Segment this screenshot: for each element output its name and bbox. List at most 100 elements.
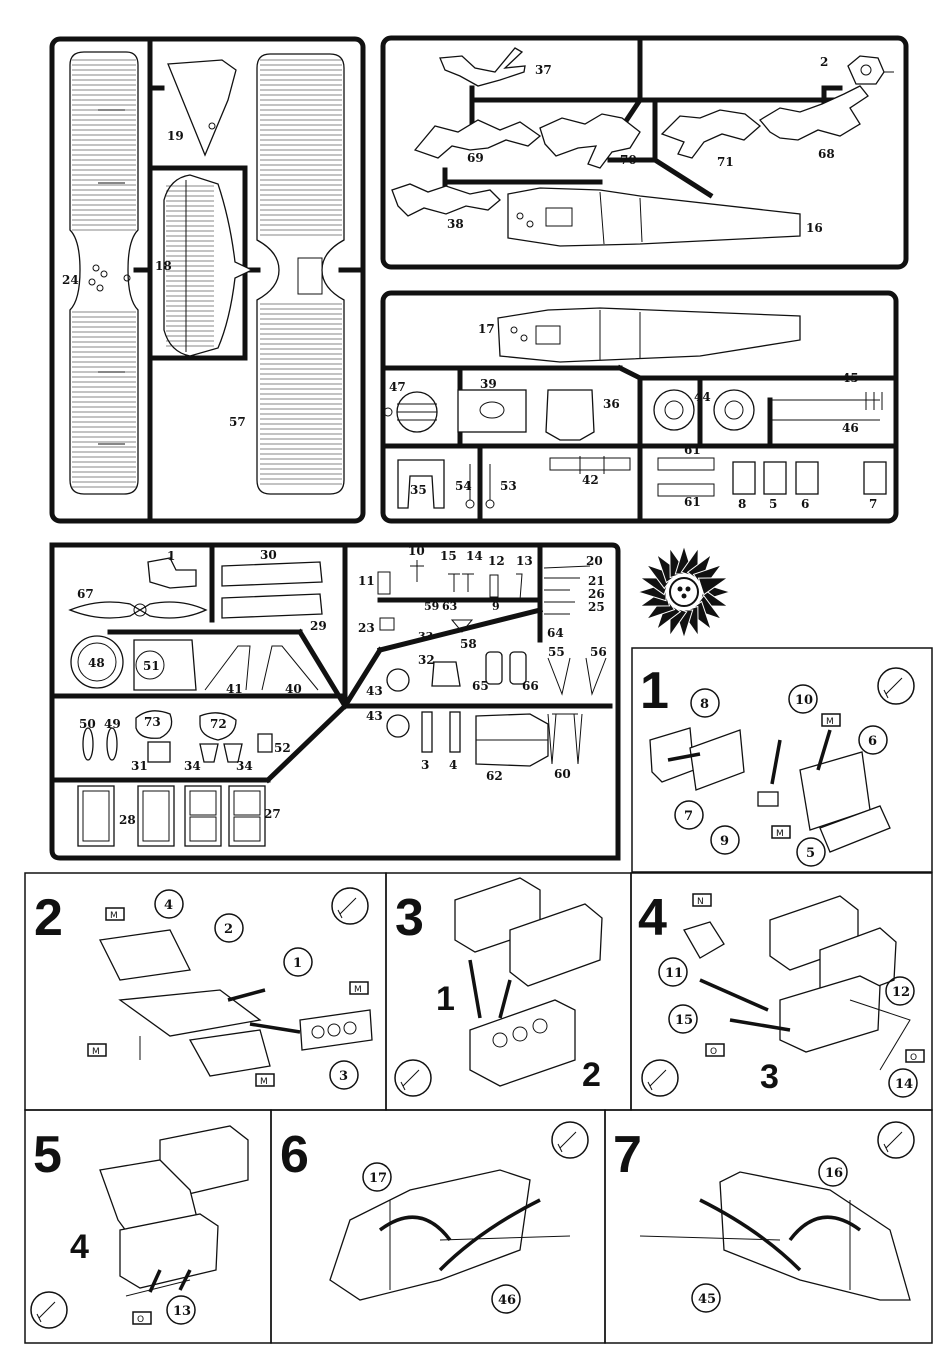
parts-27-28-windows	[77, 785, 266, 847]
part-67-propeller	[68, 601, 208, 619]
sprue-frame-figures	[380, 35, 909, 270]
part-47-grille	[383, 391, 438, 433]
part-label-21: 21	[588, 574, 605, 588]
part-label-26: 26	[588, 587, 605, 601]
part-label-55: 55	[548, 645, 565, 659]
step-6-assembly	[329, 1169, 571, 1301]
part-label-43a: 43	[366, 684, 383, 698]
part-label-34a: 34	[184, 759, 201, 773]
sprue-frame-small-parts	[49, 542, 621, 861]
parts-31-34-52	[147, 733, 273, 763]
part-label-60: 60	[554, 767, 571, 781]
part-label-52: 52	[274, 741, 291, 755]
part-61-cabane	[657, 457, 715, 497]
svg-text:5: 5	[806, 846, 815, 861]
part-label-67: 67	[77, 587, 94, 601]
svg-text:O: O	[137, 1315, 144, 1325]
svg-text:15: 15	[675, 1013, 693, 1028]
part-24-lower-wing	[69, 51, 139, 495]
part-37-figure	[439, 47, 526, 87]
part-42-axle	[549, 456, 631, 474]
parts-55-56-struts	[547, 657, 607, 696]
part-label-10: 10	[408, 544, 425, 558]
part-label-46: 46	[842, 421, 859, 435]
part-label-5: 5	[769, 497, 777, 511]
step-5-assembly	[99, 1125, 249, 1297]
parts-5-6-7-8-panels	[732, 461, 887, 495]
step-7-number: 7	[613, 1126, 642, 1184]
svg-text:8: 8	[700, 697, 709, 712]
part-label-38: 38	[447, 217, 464, 231]
parts-40-41-struts	[204, 645, 319, 691]
part-label-36: 36	[603, 397, 620, 411]
part-label-27: 27	[264, 807, 281, 821]
part-label-43b: 43	[366, 709, 383, 723]
step-4-callouts: 11 12 15 14	[658, 957, 918, 1098]
part-label-16: 16	[806, 221, 823, 235]
svg-text:12: 12	[892, 985, 910, 1000]
part-label-30: 30	[260, 548, 277, 562]
part-2-seat-detail	[847, 55, 894, 85]
part-label-53: 53	[500, 479, 517, 493]
part-label-48: 48	[88, 656, 105, 670]
svg-text:4: 4	[164, 898, 173, 913]
part-label-73: 73	[144, 715, 161, 729]
part-38-figure	[391, 183, 501, 217]
glue-icon	[331, 887, 369, 925]
step-3-assembly	[454, 877, 603, 1087]
part-label-72: 72	[210, 717, 227, 731]
part-70-figure	[539, 113, 641, 169]
part-label-54: 54	[455, 479, 472, 493]
part-label-9: 9	[492, 600, 500, 613]
part-label-25: 25	[588, 600, 605, 614]
svg-text:6: 6	[868, 734, 877, 749]
part-label-58: 58	[460, 637, 477, 651]
step-1-panel	[631, 647, 933, 873]
step-5-flags: O	[132, 1311, 152, 1325]
sprue-frame-fuselage	[380, 290, 899, 524]
step-1-callouts: 8 10 6 7 9 5	[674, 684, 888, 867]
part-label-50: 50	[79, 717, 96, 731]
svg-text:O: O	[710, 1047, 717, 1057]
part-label-62: 62	[486, 769, 503, 783]
part-32-seat-cushion	[431, 661, 461, 687]
svg-text:2: 2	[224, 922, 233, 937]
part-label-37: 37	[535, 63, 552, 77]
part-label-24: 24	[62, 273, 79, 287]
svg-text:9: 9	[720, 834, 729, 849]
svg-text:1: 1	[293, 956, 302, 971]
part-label-28: 28	[119, 813, 136, 827]
parts-72-73	[135, 710, 237, 741]
step-3-label-1: 1	[436, 980, 455, 1018]
part-label-40: 40	[285, 682, 302, 696]
part-label-17: 17	[478, 322, 495, 336]
part-69-figure	[413, 119, 542, 159]
step-6-number: 6	[280, 1126, 309, 1184]
part-16-fuselage-half	[507, 187, 801, 247]
glue-icon	[877, 1121, 915, 1159]
step-1-flags: M M	[771, 713, 841, 839]
part-label-15: 15	[440, 549, 457, 563]
part-label-32: 32	[418, 653, 435, 667]
step-4-panel	[630, 872, 933, 1111]
part-53-54-levers	[465, 464, 495, 509]
part-71-figure	[660, 109, 762, 159]
part-label-69: 69	[467, 151, 484, 165]
part-label-4-sprue: 4	[449, 758, 457, 772]
part-1-engine-mount	[147, 557, 197, 589]
step-7-panel	[604, 1109, 933, 1344]
part-label-47: 47	[389, 380, 406, 394]
part-18-tailplane	[163, 174, 254, 357]
step-5-number: 5	[33, 1126, 62, 1184]
part-label-35: 35	[410, 483, 427, 497]
part-label-56: 56	[590, 645, 607, 659]
part-label-45: 45	[842, 371, 859, 385]
parts-29-30-crankcase	[221, 561, 323, 619]
step-5-callouts: 13	[166, 1295, 196, 1325]
part-label-11: 11	[358, 574, 375, 588]
part-60-struts	[547, 713, 583, 765]
svg-text:M: M	[354, 985, 362, 995]
step-4-label-3: 3	[760, 1058, 779, 1096]
svg-text:46: 46	[498, 1293, 516, 1308]
part-label-61b: 61	[684, 495, 701, 509]
